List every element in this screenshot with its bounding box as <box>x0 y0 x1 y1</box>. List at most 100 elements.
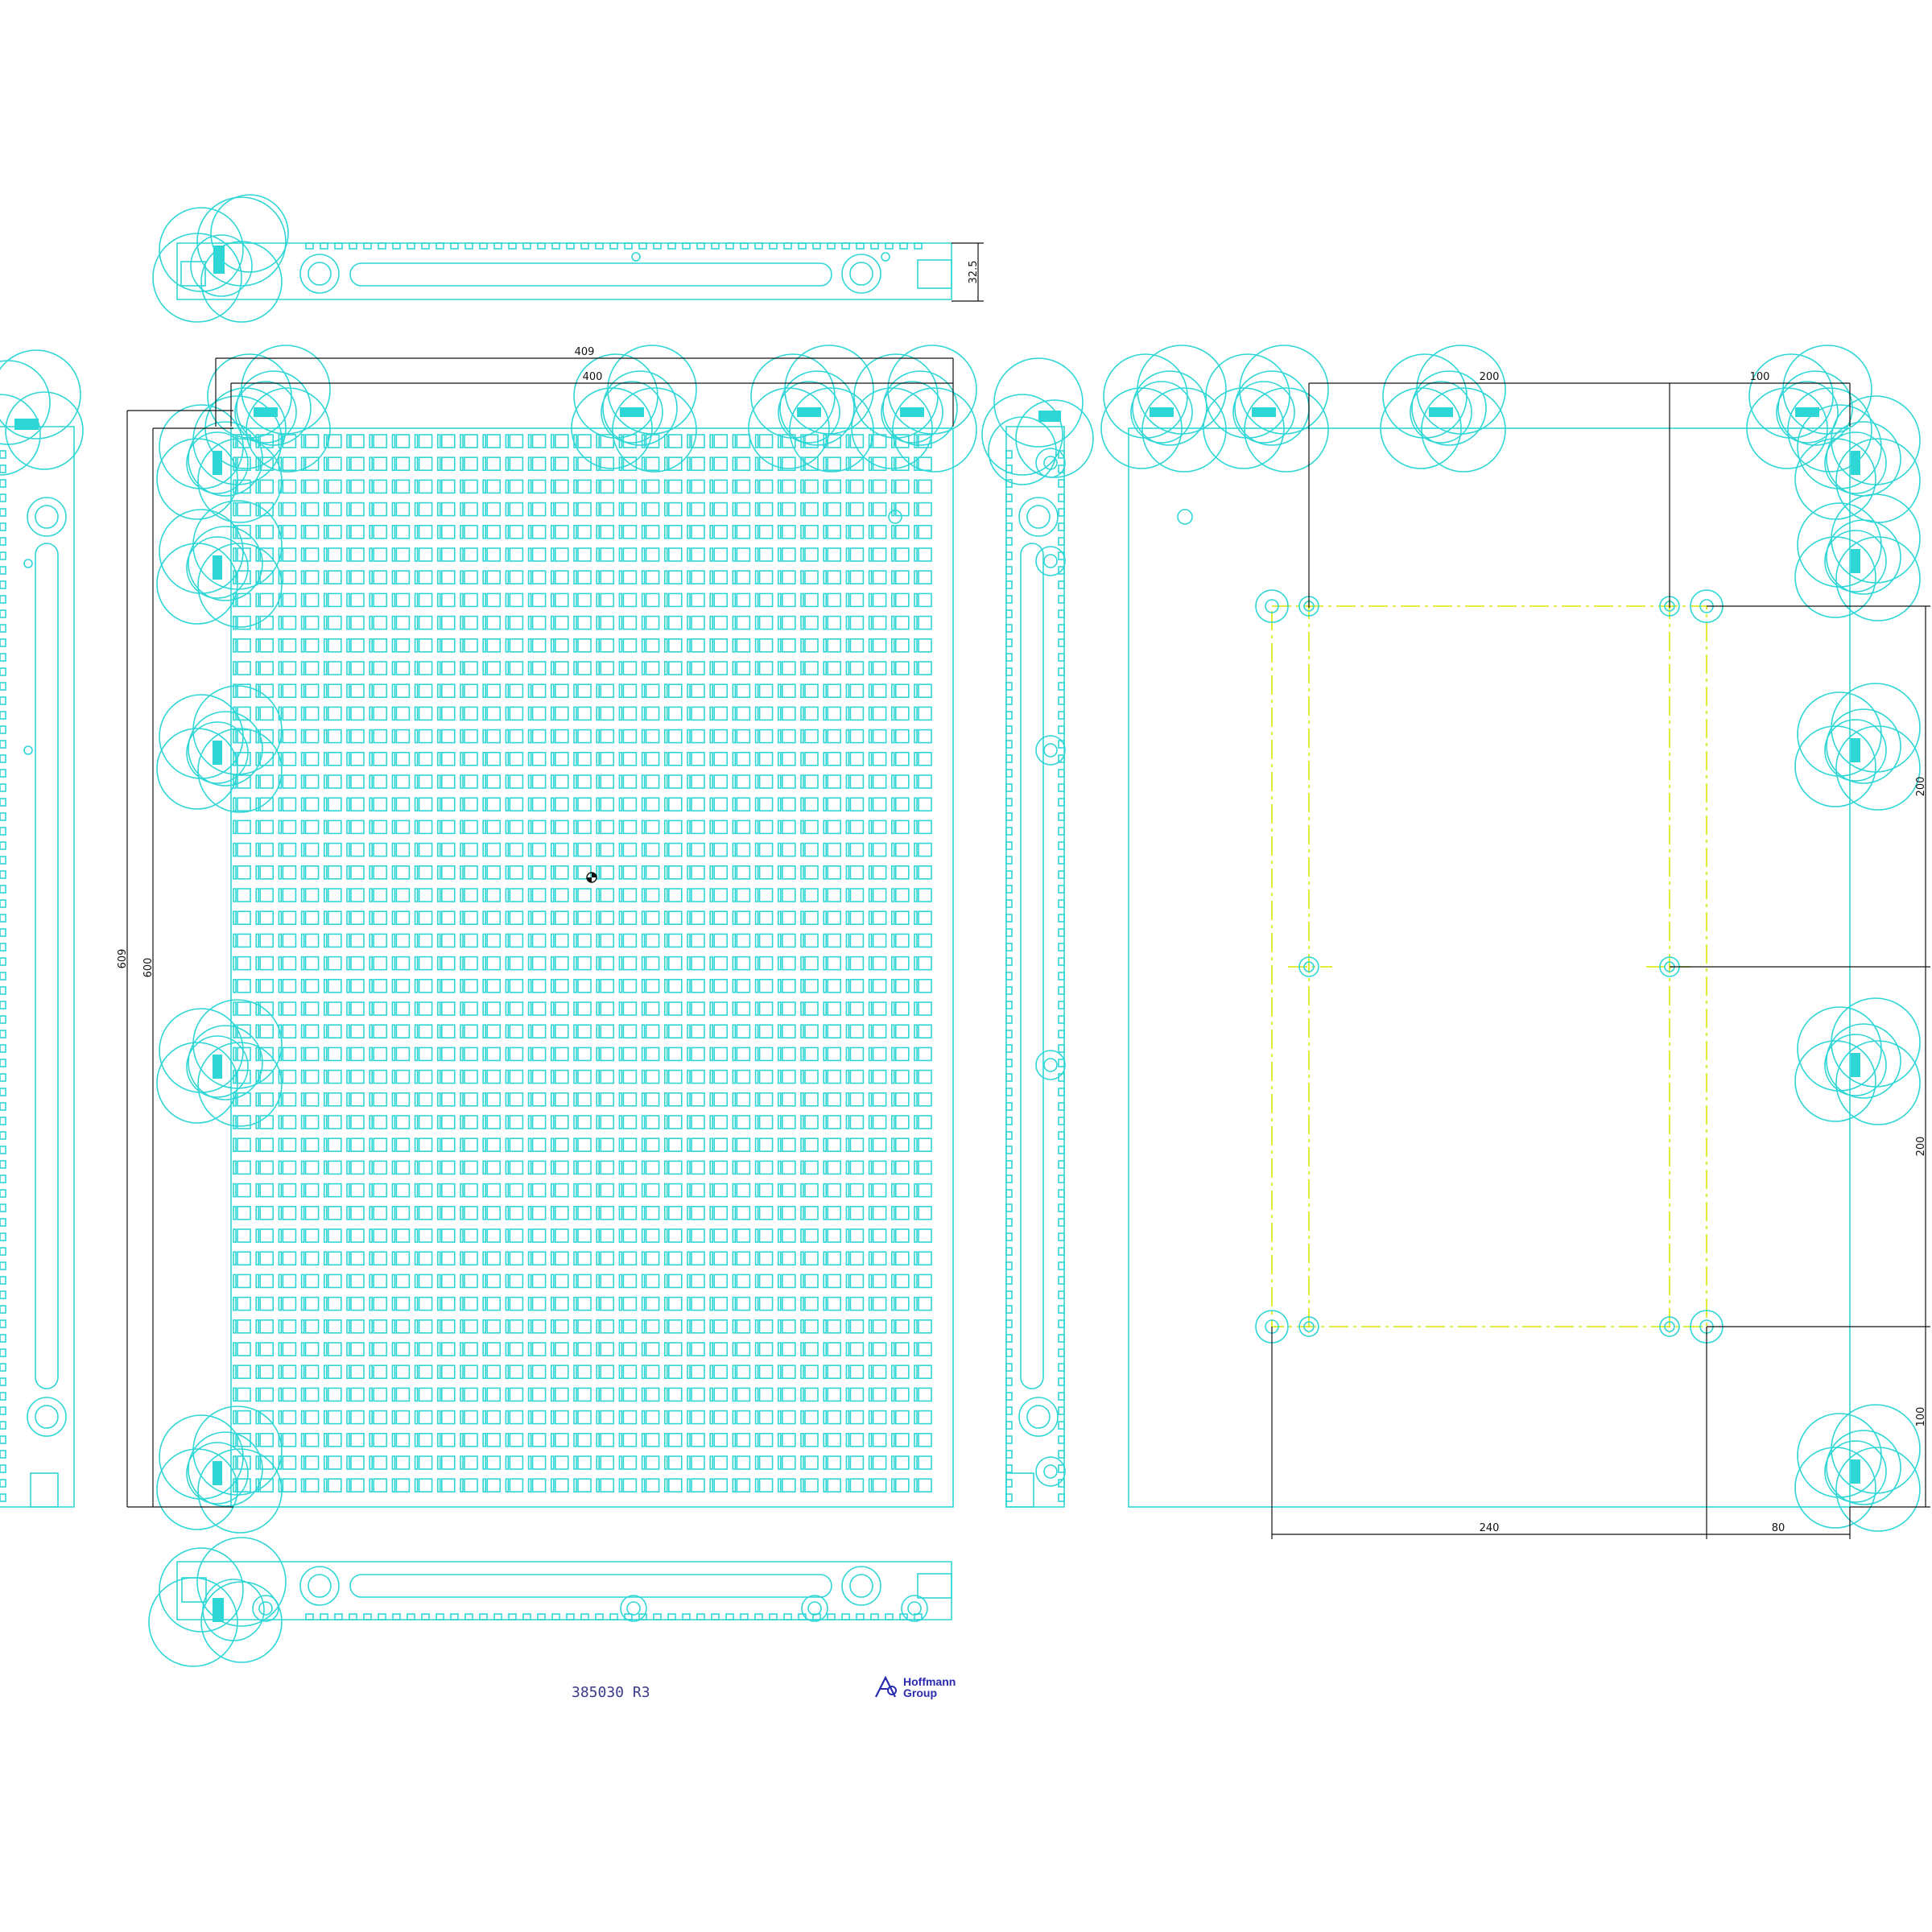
perforation-slot <box>596 1251 601 1265</box>
perforation-slot <box>914 1046 918 1062</box>
perforation-slot <box>323 842 328 857</box>
perforation-square <box>395 774 411 789</box>
perforation-square <box>781 638 796 653</box>
rail-notch <box>1058 638 1065 647</box>
perforation-slot <box>777 1478 782 1492</box>
perforation-slot <box>914 1228 918 1243</box>
perforation-square <box>849 842 865 857</box>
perforation-square <box>509 547 524 562</box>
perforation-slot <box>868 1183 873 1198</box>
perforation-square <box>622 1455 638 1470</box>
perforation-square <box>895 1410 910 1425</box>
perforation-slot <box>845 1342 850 1356</box>
perforation-slot <box>800 797 804 812</box>
rail-notch <box>1058 986 1065 995</box>
perforation-square <box>418 479 433 494</box>
perforation-slot <box>460 1137 464 1152</box>
dim-right-side-a: 200 <box>1915 777 1927 797</box>
perforation-slot <box>391 1274 396 1289</box>
perforation-square <box>577 1478 592 1492</box>
perforation-slot <box>436 547 441 562</box>
perforation-square <box>895 842 910 857</box>
perforation-square <box>895 683 910 699</box>
bolt-circle <box>1835 536 1921 621</box>
perforation-square <box>554 1001 569 1016</box>
perforation-slot <box>800 1274 804 1289</box>
perforation-square <box>531 1455 547 1470</box>
perforation-square <box>758 797 774 812</box>
perforation-slot <box>460 774 464 789</box>
rail-notch <box>0 508 6 517</box>
perforation-slot <box>641 592 646 608</box>
perforation-slot <box>914 1478 918 1492</box>
perforation-square <box>237 819 251 835</box>
perforation-square <box>418 1137 433 1152</box>
perforation-slot <box>823 1296 828 1311</box>
perforation-square <box>327 842 342 857</box>
perforation-square <box>327 661 342 675</box>
perforation-slot <box>709 1364 714 1379</box>
perforation-slot <box>527 888 532 902</box>
perforation-square <box>918 479 932 494</box>
perforation-slot <box>709 910 714 925</box>
perforation-square <box>373 1274 388 1289</box>
bolt-circle <box>1141 387 1227 473</box>
perforation-slot <box>505 865 510 880</box>
perforation-slot <box>823 661 828 675</box>
perforation-square <box>577 1092 592 1107</box>
perforation-slot <box>300 1433 305 1447</box>
perforation-slot <box>845 661 850 675</box>
perforation-square <box>440 774 456 789</box>
perforation-square <box>531 1228 547 1243</box>
perforation-square <box>531 1478 547 1492</box>
bolt-circle <box>1824 1440 1887 1503</box>
rail-notch <box>436 1613 444 1620</box>
perforation-square <box>464 1115 478 1129</box>
perforation-square <box>804 1046 819 1062</box>
rail-notch <box>1005 624 1013 633</box>
perforation-slot <box>255 706 260 721</box>
perforation-square <box>667 1001 683 1016</box>
perforation-slot <box>391 797 396 812</box>
perforation-slot <box>709 956 714 971</box>
perforation-slot <box>709 1455 714 1470</box>
perforation-slot <box>482 1024 487 1038</box>
perforation-slot <box>414 1115 419 1129</box>
perforation-square <box>622 1160 638 1175</box>
perforation-square <box>600 797 615 812</box>
rail-notch <box>1058 1392 1065 1401</box>
rail-notch <box>1058 972 1065 980</box>
perforation-slot <box>550 819 555 835</box>
perforation-slot <box>914 502 918 517</box>
perforation-slot <box>663 1160 668 1175</box>
perforation-square <box>486 615 502 630</box>
perforation-slot <box>369 1387 374 1402</box>
rail-notch <box>0 1392 6 1401</box>
perforation-slot <box>460 751 464 766</box>
perforation-slot <box>641 524 646 539</box>
perforation-slot <box>663 1046 668 1062</box>
perforation-square <box>827 1319 841 1334</box>
perforation-slot <box>527 1251 532 1265</box>
perforation-slot <box>732 910 737 925</box>
perforation-slot <box>573 1364 577 1379</box>
perforation-slot <box>414 1024 419 1038</box>
perforation-square <box>736 592 751 608</box>
perforation-square <box>804 638 819 653</box>
perforation-slot <box>255 819 260 835</box>
perforation-square <box>554 1251 569 1265</box>
perforation-slot <box>550 1228 555 1243</box>
perforation-square <box>464 842 478 857</box>
rail-notch <box>0 1232 6 1241</box>
perforation-slot <box>233 1206 237 1220</box>
perforation-slot <box>323 615 328 630</box>
rail-notch <box>1058 1044 1065 1053</box>
rail-notch <box>1058 798 1065 807</box>
perforation-square <box>645 1001 660 1016</box>
perforation-slot <box>868 615 873 630</box>
perforation-square <box>282 683 297 699</box>
perforation-slot <box>663 1455 668 1470</box>
rail-notch <box>0 725 6 734</box>
perforation-slot <box>845 502 850 517</box>
